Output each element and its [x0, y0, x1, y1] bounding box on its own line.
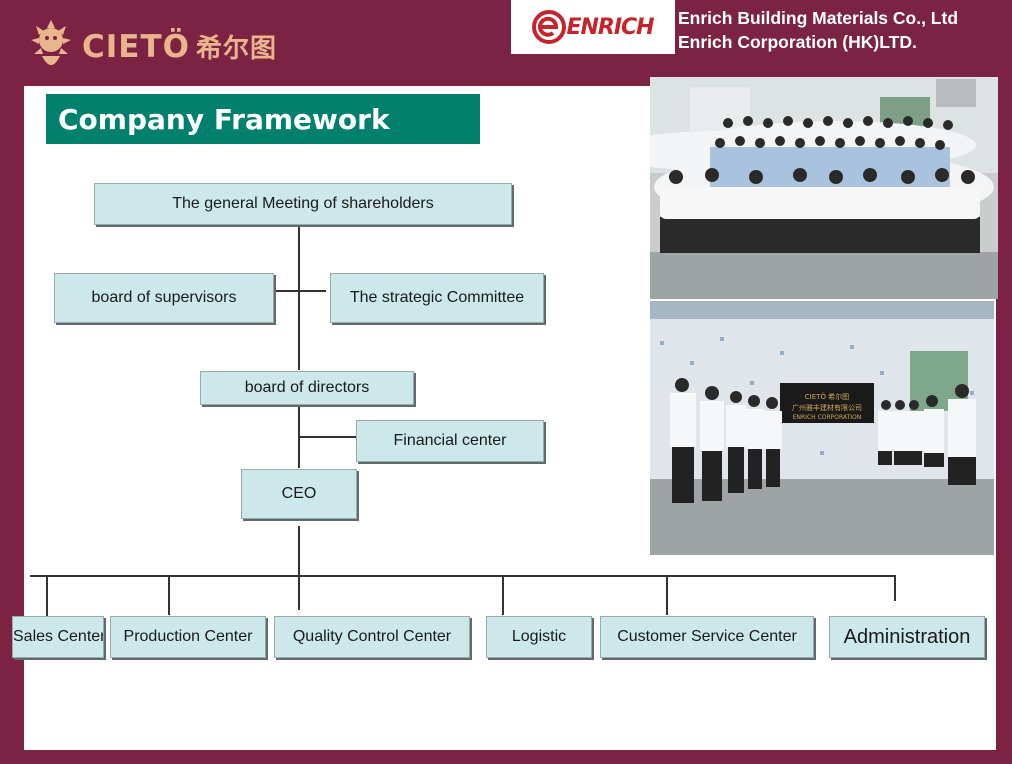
company-line-2: Enrich Corporation (HK)LTD. [678, 32, 917, 52]
connector-line [298, 526, 300, 610]
company-names: Enrich Building Materials Co., Ltd Enric… [678, 6, 958, 54]
photo-sign-cn: 广州雅丰建材有限公司 [792, 403, 862, 412]
enrich-e-icon [532, 10, 567, 44]
team-photo-top-image [650, 77, 998, 299]
team-photo-top [650, 77, 998, 299]
photo-sign-en: ENRICH CORPORATION [793, 414, 861, 421]
page-title: Company Framework [46, 94, 480, 144]
lion-logo-icon [31, 20, 71, 65]
connector-line [46, 577, 48, 621]
node-production-center: Production Center [110, 616, 266, 658]
team-photo-bottom-image: CIETÖ 希尔图 广州雅丰建材有限公司 ENRICH CORPORATION [650, 301, 994, 555]
enrich-logo: ENRICH [511, 0, 675, 54]
node-ceo: CEO [241, 469, 357, 519]
connector-line [168, 577, 170, 615]
connector-line [274, 290, 326, 292]
node-logistic: Logistic [486, 616, 592, 658]
node-administration: Administration [829, 616, 985, 658]
connector-line [298, 436, 356, 438]
team-photo-bottom: CIETÖ 希尔图 广州雅丰建材有限公司 ENRICH CORPORATION [650, 301, 994, 555]
node-customer-service-center: Customer Service Center [600, 616, 814, 658]
node-supervisors: board of supervisors [54, 273, 274, 323]
photo-sign-logo: CIETÖ 希尔图 [805, 392, 849, 401]
enrich-wordmark: ENRICH [566, 14, 654, 40]
connector-line [502, 577, 504, 615]
connector-line [30, 575, 896, 577]
node-quality-control-center: Quality Control Center [274, 616, 470, 658]
node-financial-center: Financial center [356, 420, 544, 462]
node-directors: board of directors [200, 371, 414, 405]
node-shareholders: The general Meeting of shareholders [94, 183, 512, 225]
connector-line [894, 577, 896, 601]
node-sales-center: Sales Center [12, 616, 104, 658]
node-strategic-committee: The strategic Committee [330, 273, 544, 323]
connector-line [666, 577, 668, 615]
company-line-1: Enrich Building Materials Co., Ltd [678, 8, 959, 28]
connector-line [298, 224, 300, 370]
